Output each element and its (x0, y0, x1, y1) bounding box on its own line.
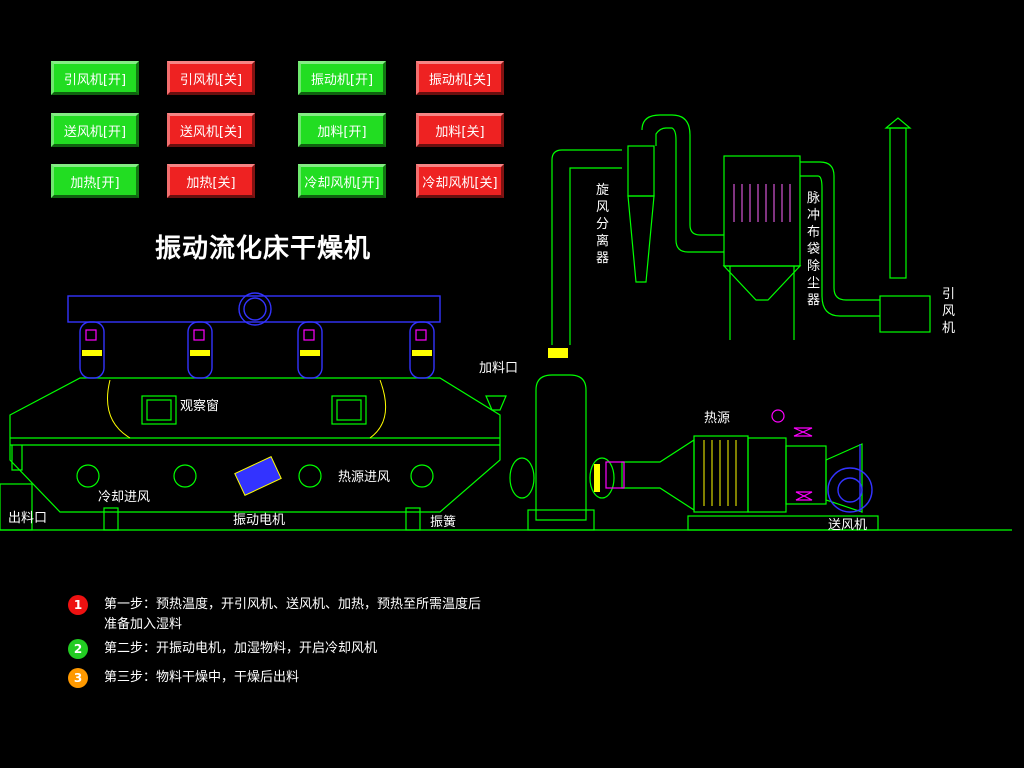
feed-port-label: 加料口 (479, 361, 519, 376)
blower-on-button[interactable]: 送风机[开] (51, 113, 139, 147)
cooling-fan-on-button[interactable]: 冷却风机[开] (298, 164, 386, 198)
step-3: 3 第三步：物料干燥中，干燥后出料 (68, 668, 484, 688)
step-1: 1 第一步：预热温度，开引风机、送风机、加热，预热至所需温度后准备加入湿料 (68, 595, 484, 635)
discharge-port-label: 出料口 (8, 511, 48, 526)
induced-fan-label: 引风机 (942, 287, 956, 336)
step-text: 第二步：开振动电机，加湿物料，开启冷却风机 (104, 641, 378, 656)
step-number-badge: 1 (68, 595, 88, 615)
feed-on-button[interactable]: 加料[开] (298, 113, 386, 147)
vibrator-on-button[interactable]: 振动机[开] (298, 61, 386, 95)
heat-on-button[interactable]: 加热[开] (51, 164, 139, 198)
step-text: 第一步：预热温度，开引风机、送风机、加热，预热至所需温度后准备加入湿料 (104, 597, 482, 632)
induced-fan-off-button[interactable]: 引风机[关] (167, 61, 255, 95)
vibration-motor-label: 振动电机 (233, 513, 286, 528)
step-2: 2 第二步：开振动电机，加湿物料，开启冷却风机 (68, 639, 484, 659)
vibrator-off-button[interactable]: 振动机[关] (416, 61, 504, 95)
step-number-badge: 2 (68, 639, 88, 659)
heat-off-button[interactable]: 加热[关] (167, 164, 255, 198)
observation-window-label: 观察窗 (180, 399, 220, 414)
feed-off-button[interactable]: 加料[关] (416, 113, 504, 147)
blower-off-button[interactable]: 送风机[关] (167, 113, 255, 147)
induced-fan-on-button[interactable]: 引风机[开] (51, 61, 139, 95)
blower-label: 送风机 (828, 518, 868, 533)
page-title: 振动流化床干燥机 (155, 234, 372, 264)
cooling-inlet-label: 冷却进风 (98, 490, 151, 505)
cyclone-label: 旋风分离器 (596, 183, 610, 266)
cooling-fan-off-button[interactable]: 冷却风机[关] (416, 164, 504, 198)
spring-label: 振簧 (430, 515, 457, 530)
step-number-badge: 3 (68, 668, 88, 688)
bag-filter-label: 脉冲布袋除尘器 (807, 191, 821, 308)
heat-source-label: 热源 (704, 411, 731, 426)
heat-inlet-label: 热源进风 (338, 470, 391, 485)
step-text: 第三步：物料干燥中，干燥后出料 (104, 670, 300, 685)
